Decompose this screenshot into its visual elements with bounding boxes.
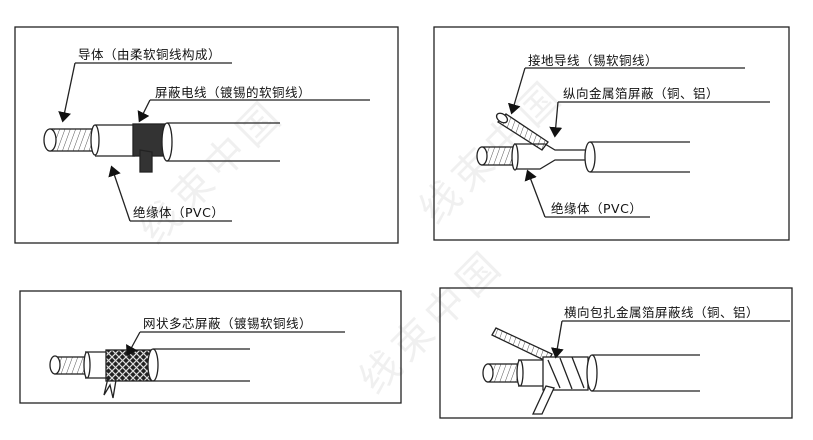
panel-1-leaders xyxy=(58,62,370,222)
label-conductor: 导体（由柔软铜线构成） xyxy=(78,47,222,62)
label-spiral-foil-shield: 横向包扎金属箔屏蔽线（铜、铝） xyxy=(564,305,760,320)
panel-1-cable xyxy=(43,122,280,173)
label-shield-wire: 屏蔽电线（镀锡的软铜线） xyxy=(155,85,312,100)
label-drain-wire: 接地导线（锡软铜线） xyxy=(528,53,659,68)
panel-2-cable xyxy=(476,112,690,173)
label-insulation: 绝缘体（PVC） xyxy=(551,201,643,216)
panel-4-cable xyxy=(482,327,700,415)
panel-4-frame xyxy=(439,287,793,419)
panel-3-leaders xyxy=(126,331,345,357)
panel-2-frame xyxy=(433,26,790,241)
panel-3-frame xyxy=(19,290,402,404)
panel-1-frame xyxy=(14,26,399,244)
panel-2-leaders xyxy=(507,67,770,218)
label-braided-shield: 网状多芯屏蔽（镀锡软铜线） xyxy=(143,316,313,331)
panel-3-cable xyxy=(49,348,250,399)
label-insulation: 绝缘体（PVC） xyxy=(133,205,225,220)
label-longitudinal-foil: 纵向金属箔屏蔽（铜、铝） xyxy=(563,86,720,101)
panel-4-leaders xyxy=(550,320,790,359)
